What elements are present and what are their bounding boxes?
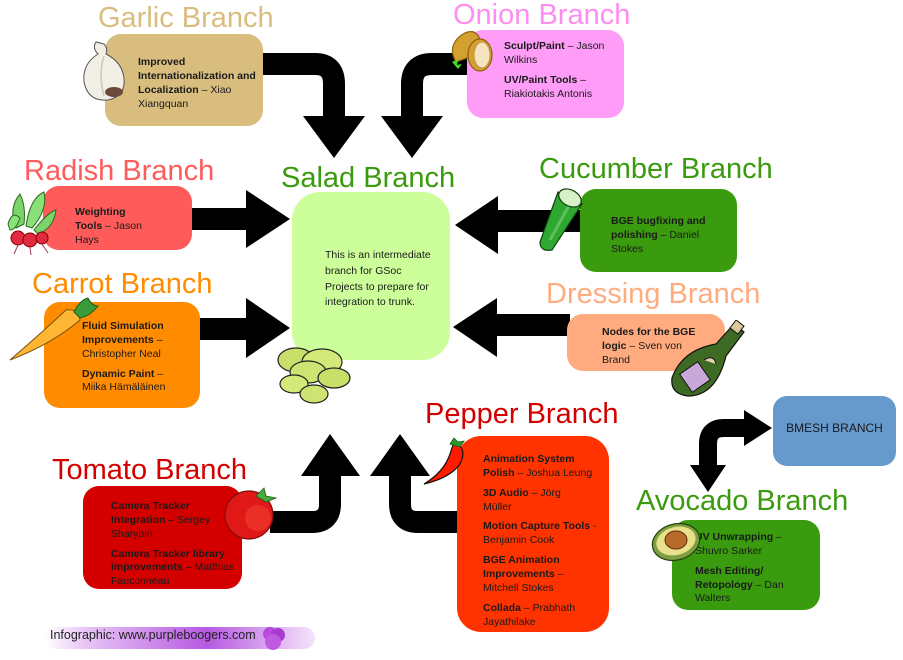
branch-entry: Camera Tracker Integration – Sergey Shar… xyxy=(111,500,211,540)
branch-entry: UV Unwrapping – Shuvro Sarker xyxy=(695,531,782,557)
avocado-branch-title: Avocado Branch xyxy=(636,485,849,517)
bottle-icon xyxy=(671,320,745,397)
cucumber-branch-box: BGE bugfixing and polishing – Daniel Sto… xyxy=(580,189,737,272)
arrow-pepper-to-salad xyxy=(370,434,458,533)
tomato-branch-title: Tomato Branch xyxy=(52,454,248,486)
chili-pepper-icon xyxy=(423,437,465,485)
cucumber-branch-title: Cucumber Branch xyxy=(539,153,773,185)
onion-branch-box: Sculpt/Paint – Jason Wilkins UV/Paint To… xyxy=(467,30,624,118)
bmesh-branch-title: BMESH BRANCH xyxy=(786,421,883,435)
branch-entry: BGE Animation Improvements – Mitchell St… xyxy=(483,554,564,594)
tomato-icon xyxy=(224,487,278,540)
branch-entry: Weighting Tools – Jason Hays xyxy=(75,206,142,246)
branch-entry: 3D Audio – Jörg Müller xyxy=(483,486,561,513)
cucumber-icon xyxy=(539,188,583,251)
salad-branch-box: This is an intermediate branch for GSoc … xyxy=(292,192,450,360)
arrow-bmesh-avocado xyxy=(690,410,772,492)
purple-blob-icon xyxy=(263,627,285,650)
lettuce-icon xyxy=(277,347,351,404)
salad-description: This is an intermediate branch for GSoc … xyxy=(325,249,431,309)
pepper-branch-title: Pepper Branch xyxy=(425,398,619,430)
onion-branch-title: Onion Branch xyxy=(453,0,631,31)
branch-entry: Motion Capture Tools -Benjamin Cook xyxy=(483,520,597,547)
dressing-branch-title: Dressing Branch xyxy=(546,278,761,310)
credit-highlight xyxy=(45,627,315,649)
branch-entry: Nodes for the BGE logic – Sven von Brand xyxy=(602,326,696,366)
tomato-branch-box: Camera Tracker Integration – Sergey Shar… xyxy=(83,486,242,589)
carrot-icon xyxy=(9,297,100,361)
branch-entry: BGE bugfixing and polishing – Daniel Sto… xyxy=(611,215,706,255)
branch-entry: Improved Internationalization and Locali… xyxy=(138,56,256,110)
arrow-tomato-to-salad xyxy=(270,434,360,533)
branch-entry: Collada – Prabhath Jayathilake xyxy=(483,601,576,628)
branch-entry: Dynamic Paint – Miika Hämäläinen xyxy=(82,367,166,394)
branch-entry: Animation System Polish – Joshua Leung xyxy=(483,453,593,479)
avocado-icon xyxy=(651,522,701,562)
arrow-radish-to-salad xyxy=(192,190,290,248)
arrow-dressing-to-salad xyxy=(453,298,570,357)
branch-entry: Sculpt/Paint – Jason Wilkins xyxy=(504,40,605,66)
pepper-branch-box: Animation System Polish – Joshua Leung 3… xyxy=(457,436,609,632)
onion-icon xyxy=(451,31,493,72)
radish-branch-title: Radish Branch xyxy=(24,155,215,187)
garlic-icon xyxy=(83,41,125,101)
branch-entry: Camera Tracker library improvements – Ma… xyxy=(111,547,235,588)
radish-icon xyxy=(7,191,57,256)
salad-branch-title: Salad Branch xyxy=(281,162,456,194)
garlic-branch-title: Garlic Branch xyxy=(98,2,274,34)
arrow-carrot-to-salad xyxy=(198,298,290,358)
radish-branch-box: Weighting Tools – Jason Hays xyxy=(43,186,192,250)
branch-entry: Mesh Editing/ Retopology – Dan Walters xyxy=(695,564,784,605)
branch-entry: UV/Paint Tools – Riakiotakis Antonis xyxy=(504,73,593,100)
infographic-credit: Infographic: www.purpleboogers.com xyxy=(50,628,256,642)
garlic-branch-box: Improved Internationalization and Locali… xyxy=(105,34,263,126)
arrow-onion-to-salad xyxy=(381,53,470,158)
bmesh-branch-box: BMESH BRANCH xyxy=(773,396,896,466)
avocado-branch-box: UV Unwrapping – Shuvro Sarker Mesh Editi… xyxy=(672,520,820,610)
arrow-garlic-to-salad xyxy=(262,53,365,158)
carrot-branch-title: Carrot Branch xyxy=(32,268,213,300)
branch-entry: Fluid Simulation Improvements – Christop… xyxy=(82,320,164,360)
